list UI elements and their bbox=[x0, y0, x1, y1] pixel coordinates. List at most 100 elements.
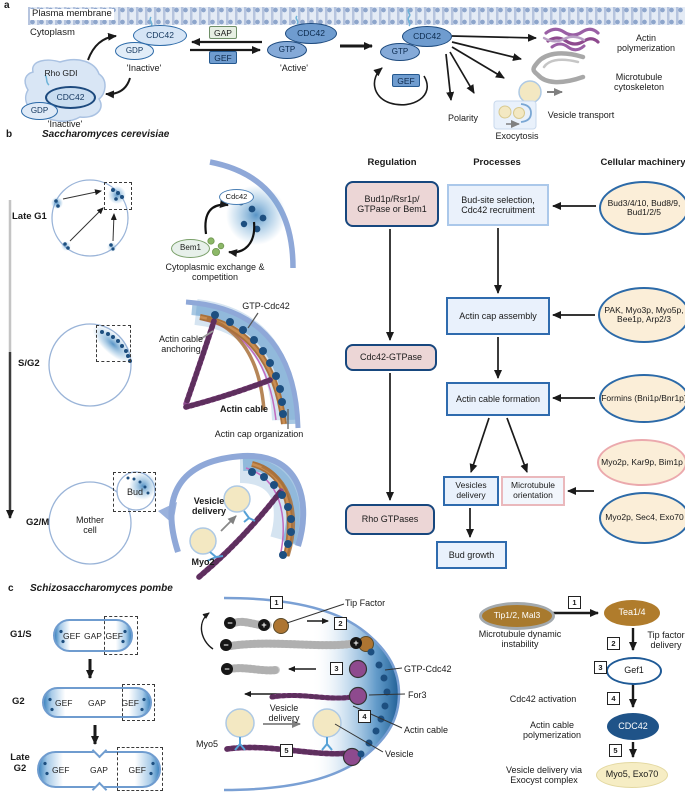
plasma-membrane-band bbox=[28, 7, 685, 25]
cdc42-inactive-oval: CDC42 bbox=[133, 25, 187, 46]
panel-c-cycle-arrows bbox=[86, 659, 99, 745]
gdp-oval: GDP bbox=[115, 42, 154, 60]
panel-b-inset-bud bbox=[158, 452, 307, 580]
header-processes: Processes bbox=[473, 157, 521, 168]
stage-late-g2-label: Late G2 bbox=[10, 752, 30, 774]
proc-actin-cable-box: Actin cable formation bbox=[446, 382, 550, 416]
vesicle-transport-label: Vesicle transport bbox=[547, 110, 615, 120]
plasma-membrane-label: Plasma membrane bbox=[30, 8, 114, 20]
panel-b-cells bbox=[6, 179, 157, 565]
vesicle-delivery-label: Vesicle delivery bbox=[191, 496, 227, 517]
header-machinery: Cellular machinery bbox=[600, 157, 685, 168]
cdc42-inset-oval: Cdc42 bbox=[219, 189, 254, 205]
actin-polymerization-pathway-label: Actin cable polymerization bbox=[522, 720, 582, 741]
g2-zoom-box bbox=[122, 684, 155, 721]
inactive-gdi-label: 'Inactive' bbox=[47, 119, 83, 129]
mach-bud-oval: Bud3/4/10, Bud8/9, Bud1/2/5 bbox=[599, 181, 685, 235]
tip-factor-delivery-label: Tip factor delivery bbox=[647, 630, 685, 651]
microtubule-instability-label: Microtubule dynamic instability bbox=[478, 629, 562, 650]
tip-factor-label: Tip Factor bbox=[345, 598, 386, 608]
vesicle-delivery-exocyst-label: Vesicle delivery via Exocyst complex bbox=[505, 765, 583, 786]
late-g1-zoom-box bbox=[104, 182, 132, 210]
cell-late-g2: GEF GAP GEF bbox=[37, 751, 161, 788]
gef-left-label: GEF bbox=[63, 630, 81, 641]
gef1-oval: Gef1 bbox=[606, 657, 662, 685]
gdp-gdi-oval: GDP bbox=[21, 102, 58, 120]
stage-s-g2-label: S/G2 bbox=[18, 358, 40, 369]
panel-c-tag: c bbox=[8, 583, 14, 594]
myo5-label: Myo5 bbox=[196, 739, 219, 749]
proc-actin-cap-box: Actin cap assembly bbox=[446, 297, 550, 335]
reg-cdc42-gtpase-box: Cdc42-GTPase bbox=[345, 344, 437, 371]
s-g2-zoom-box bbox=[96, 325, 131, 362]
minus-end-icon: − bbox=[224, 617, 236, 629]
bud-zoom-box bbox=[113, 472, 156, 512]
mach-myo2p-sec4-oval: Myo2p, Sec4, Exo70 bbox=[599, 492, 685, 544]
cdc42-active-oval: CDC42 bbox=[285, 23, 337, 44]
actin-polymerization-label: Actin polymerization bbox=[616, 33, 676, 54]
header-regulation: Regulation bbox=[367, 157, 417, 168]
gtp-cdc42-inset-label: GTP-Cdc42 bbox=[242, 301, 290, 311]
gap-label: GAP bbox=[84, 630, 102, 641]
stage-g2-m-label: G2/M bbox=[26, 517, 50, 528]
actin-cable-tip-label: Actin cable bbox=[404, 725, 449, 735]
cdc42-gdi-oval: CDC42 bbox=[45, 86, 96, 109]
actin-filaments-icon bbox=[542, 27, 600, 52]
gef-right-label: GEF bbox=[128, 764, 146, 775]
gtp-membrane-oval: GTP bbox=[380, 43, 420, 61]
cdc42-membrane-oval: CDC42 bbox=[402, 26, 452, 47]
myo2-label: Myo2 bbox=[191, 557, 215, 567]
proc-vesicles-box: Vesicles delivery bbox=[443, 476, 499, 506]
gtp-oval: GTP bbox=[267, 41, 307, 59]
panel-c-tip-cell bbox=[200, 596, 406, 792]
polarity-label: Polarity bbox=[447, 113, 478, 123]
step-5-box: 5 bbox=[280, 744, 293, 757]
tea14-oval: Tea1/4 bbox=[604, 600, 660, 626]
panel-b-tag: b bbox=[6, 129, 13, 140]
bud-label: Bud bbox=[126, 487, 143, 497]
exocytosis-icon bbox=[493, 100, 537, 130]
step-2-box: 2 bbox=[334, 617, 347, 630]
step-1-box: 1 bbox=[270, 596, 283, 609]
tip12-mal3-oval: Tip1/2, Mal3 bbox=[479, 602, 555, 630]
gef-box: GEF bbox=[209, 51, 237, 64]
bem1-oval: Bem1 bbox=[171, 239, 210, 258]
gef-right-label: GEF bbox=[105, 630, 123, 641]
mach-pak-oval: PAK, Myo3p, Myo5p, Bee1p, Arp2/3 bbox=[598, 287, 685, 343]
mach-formins-oval: Formins (Bni1p/Bnr1p) bbox=[599, 374, 685, 423]
gef-recycle-box: GEF bbox=[392, 74, 420, 87]
reg-bud1p-box: Bud1p/Rsr1p/ GTPase or Bem1 bbox=[345, 181, 439, 227]
late-g2-zoom-box bbox=[117, 747, 163, 791]
g1-s-zoom-box bbox=[104, 616, 138, 655]
pathway-step-1-box: 1 bbox=[568, 596, 581, 609]
minus-end-icon: − bbox=[221, 663, 233, 675]
gef-right-label: GEF bbox=[121, 697, 139, 708]
panel-c-title: Schizosaccharomyces pombe bbox=[30, 583, 173, 594]
pathway-step-2-box: 2 bbox=[607, 637, 620, 650]
mach-myo2p-kar9p-oval: Myo2p, Kar9p, Bim1p bbox=[597, 439, 685, 486]
gef-left-label: GEF bbox=[52, 764, 70, 775]
gap-label: GAP bbox=[88, 697, 106, 708]
panel-b-inset-actin-cap bbox=[183, 299, 301, 429]
minus-end-icon: − bbox=[220, 639, 232, 651]
cell-g2: GEF GAP GEF bbox=[42, 687, 152, 718]
cell-g1-s: GEF GAP GEF bbox=[53, 619, 133, 652]
proc-microtubule-box: Microtubule orientation bbox=[501, 476, 565, 506]
for3-label: For3 bbox=[408, 690, 427, 700]
myo5-exo70-oval: Myo5, Exo70 bbox=[596, 762, 668, 788]
gtp-cdc42-tip-label: GTP-Cdc42 bbox=[404, 664, 452, 674]
vesicle-delivery-tip-label: Vesicle delivery bbox=[268, 703, 300, 724]
proc-bud-growth-box: Bud growth bbox=[436, 541, 507, 569]
pathway-step-5-box: 5 bbox=[609, 744, 622, 757]
microtubule-cytoskeleton-label: Microtubule cytoskeleton bbox=[613, 72, 665, 93]
pathway-step-4-box: 4 bbox=[607, 692, 620, 705]
cdc42-pathway-oval: CDC42 bbox=[607, 713, 659, 740]
plus-end-icon: + bbox=[350, 637, 362, 649]
step-4-box: 4 bbox=[358, 710, 371, 723]
panel-a-tag: a bbox=[4, 0, 10, 11]
cytoplasm-label: Cytoplasm bbox=[30, 27, 75, 38]
active-label: 'Active' bbox=[280, 63, 308, 73]
gef-left-label: GEF bbox=[55, 697, 73, 708]
